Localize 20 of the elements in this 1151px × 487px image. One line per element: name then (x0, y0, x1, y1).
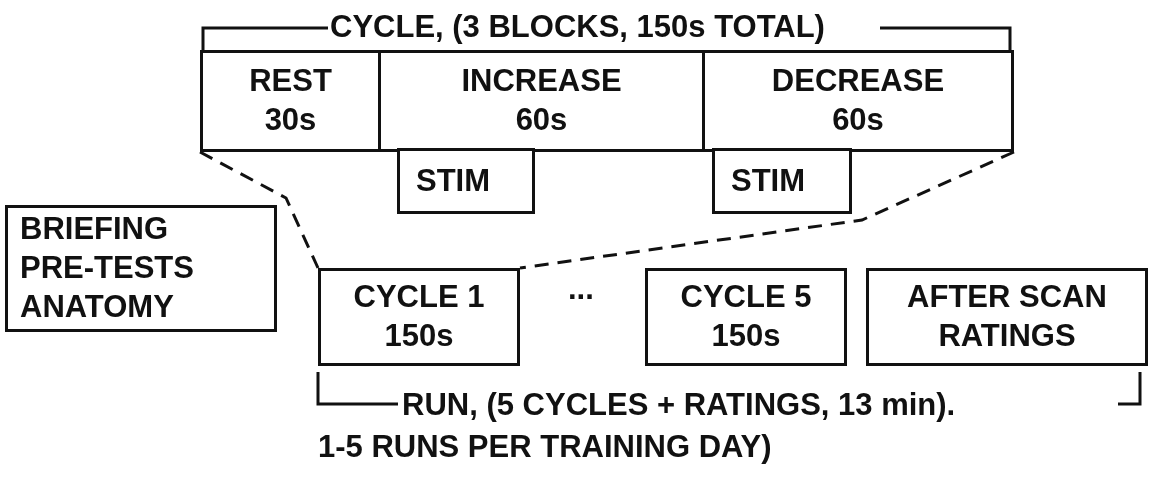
block (200, 50, 381, 152)
dashed-line (199, 150, 320, 269)
stim-box (712, 148, 852, 214)
block (702, 50, 1014, 152)
box (5, 205, 277, 332)
box (645, 268, 847, 366)
node-text: INCREASE 60s (460, 62, 623, 139)
node-text: STIM (731, 161, 807, 200)
node-text: AFTER SCAN RATINGS (906, 278, 1108, 355)
block (378, 50, 705, 152)
box (318, 268, 520, 366)
node-text: CYCLE 5 150s (679, 278, 813, 355)
node-text: DECREASE 60s (770, 62, 946, 139)
dashed-line (519, 150, 1015, 270)
node-text: BRIEFING PRE-TESTS ANATOMY (20, 210, 195, 326)
box (866, 268, 1148, 366)
stim-box (397, 148, 535, 214)
node-text: CYCLE 1 150s (352, 278, 486, 355)
node-text: STIM (416, 161, 492, 200)
node-text: REST 30s (248, 62, 333, 139)
